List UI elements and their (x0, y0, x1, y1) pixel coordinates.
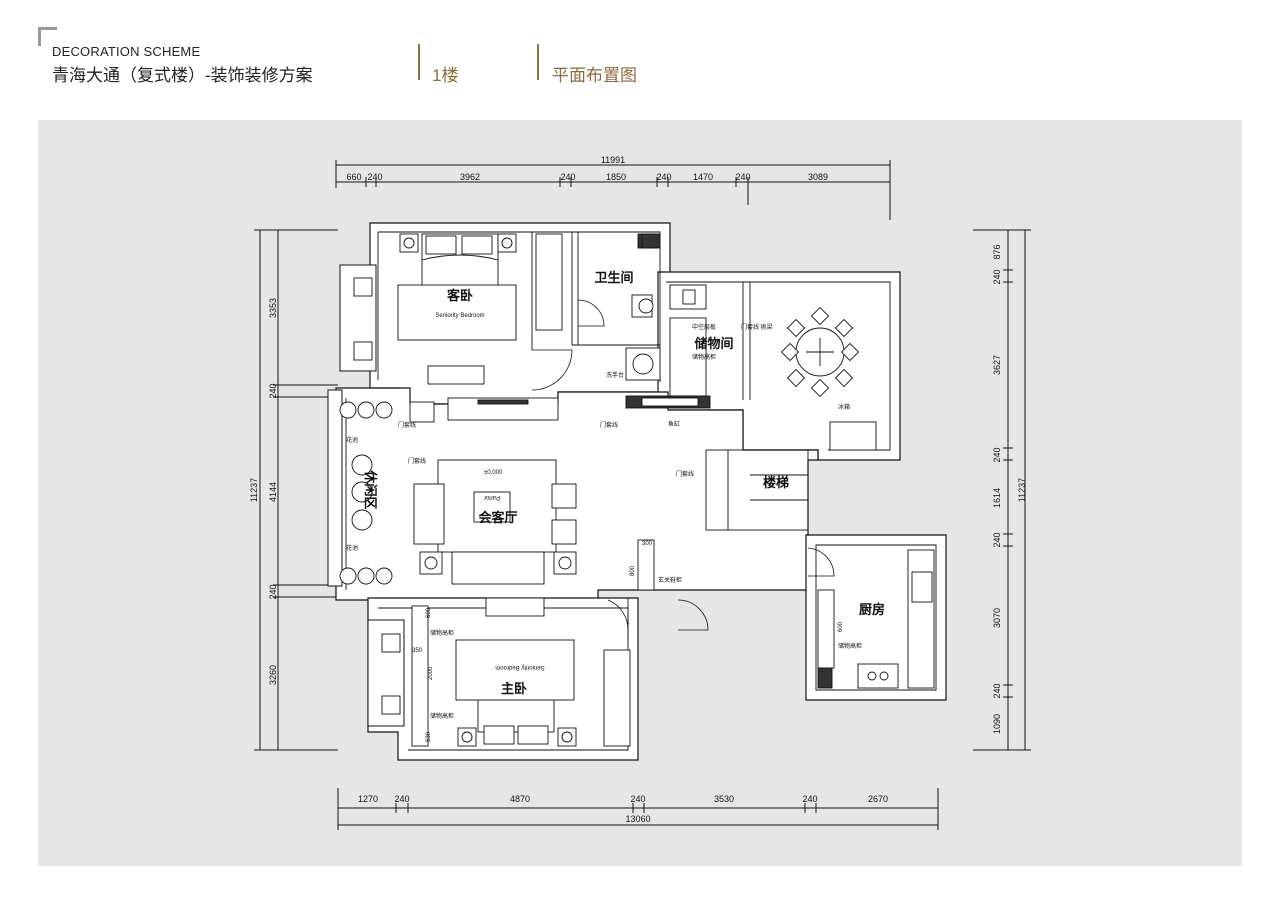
svg-text:660: 660 (346, 172, 361, 182)
svg-text:600: 600 (426, 607, 432, 618)
svg-text:洗手台: 洗手台 (606, 371, 624, 379)
svg-text:240: 240 (268, 383, 278, 398)
room-bathroom: 卫生间 (594, 270, 633, 285)
svg-text:240: 240 (560, 172, 575, 182)
svg-text:240: 240 (992, 269, 1002, 284)
svg-text:800: 800 (630, 565, 636, 576)
svg-text:储物高柜: 储物高柜 (430, 712, 454, 720)
floor-plan: 11991 660 240 3962 240 1850 240 1470 240… (249, 155, 1031, 830)
plan-name: 平面布置图 (552, 66, 637, 85)
svg-text:门套线: 门套线 (676, 470, 694, 478)
svg-text:门套线: 门套线 (398, 421, 416, 429)
svg-text:240: 240 (802, 794, 817, 804)
svg-text:240: 240 (656, 172, 671, 182)
svg-text:240: 240 (992, 683, 1002, 698)
svg-text:1090: 1090 (992, 714, 1002, 734)
room-guest-bedroom: 客卧 (447, 288, 473, 303)
svg-text:储物高柜: 储物高柜 (838, 642, 862, 650)
svg-text:门套线: 门套线 (408, 457, 426, 465)
svg-text:3089: 3089 (808, 172, 828, 182)
svg-text:冰箱: 冰箱 (838, 403, 850, 411)
dim-bottom-total: 13060 (625, 814, 650, 824)
svg-text:储物高柜: 储物高柜 (692, 353, 716, 361)
room-master-bedroom: 主卧 (501, 681, 527, 696)
room-leisure: 休闲区 (363, 469, 378, 509)
svg-text:3530: 3530 (714, 794, 734, 804)
svg-text:中空层板: 中空层板 (692, 323, 716, 331)
corner-mark (38, 27, 57, 46)
dim-top-total: 11991 (601, 155, 625, 165)
room-guest-bedroom-en: Seniority Bedroom (435, 313, 484, 319)
header-subtitle: DECORATION SCHEME (52, 44, 201, 59)
svg-text:3962: 3962 (460, 172, 480, 182)
room-living: 会客厅 (478, 510, 517, 525)
room-kitchen: 厨房 (859, 602, 885, 617)
svg-text:240: 240 (992, 447, 1002, 462)
svg-text:3627: 3627 (992, 355, 1002, 375)
svg-text:600: 600 (838, 621, 844, 632)
svg-text:3260: 3260 (268, 665, 278, 685)
svg-text:240: 240 (367, 172, 382, 182)
svg-text:240: 240 (992, 532, 1002, 547)
svg-text:门套线: 门套线 (600, 421, 618, 429)
dim-right-total: 11237 (1017, 478, 1027, 502)
svg-text:4870: 4870 (510, 794, 530, 804)
svg-text:花池: 花池 (346, 544, 358, 552)
svg-text:玄关鞋柜: 玄关鞋柜 (658, 576, 682, 584)
svg-text:530: 530 (426, 731, 432, 742)
divider (537, 44, 539, 80)
header-title: 青海大通（复式楼）-装饰装修方案 (52, 66, 313, 85)
svg-text:876: 876 (992, 244, 1002, 259)
svg-text:1850: 1850 (606, 172, 626, 182)
room-stairs: 楼梯 (763, 475, 789, 490)
svg-text:300: 300 (642, 541, 653, 547)
svg-text:1470: 1470 (693, 172, 713, 182)
svg-text:2670: 2670 (868, 794, 888, 804)
svg-text:鱼缸: 鱼缸 (668, 420, 680, 428)
svg-text:1270: 1270 (358, 794, 378, 804)
floor-label: 1楼 (432, 66, 459, 85)
dim-left-total: 11237 (249, 478, 259, 502)
svg-text:1614: 1614 (992, 488, 1002, 508)
svg-text:储物高柜: 储物高柜 (430, 629, 454, 637)
svg-text:240: 240 (630, 794, 645, 804)
svg-text:350: 350 (412, 648, 423, 654)
svg-text:2000: 2000 (428, 666, 434, 680)
room-living-en: Parlor (484, 494, 500, 500)
svg-text:3070: 3070 (992, 608, 1002, 628)
svg-text:240: 240 (735, 172, 750, 182)
svg-text:4144: 4144 (268, 482, 278, 502)
room-storage: 储物间 (693, 336, 733, 351)
svg-text:±0.000: ±0.000 (484, 470, 503, 476)
svg-text:门套线 挑梁: 门套线 挑梁 (741, 323, 773, 331)
room-master-bedroom-en: Seniority Bedroom (495, 664, 544, 670)
svg-text:240: 240 (268, 584, 278, 599)
divider (418, 44, 420, 80)
svg-text:3353: 3353 (268, 298, 278, 318)
svg-text:240: 240 (394, 794, 409, 804)
svg-text:花池: 花池 (346, 436, 358, 444)
